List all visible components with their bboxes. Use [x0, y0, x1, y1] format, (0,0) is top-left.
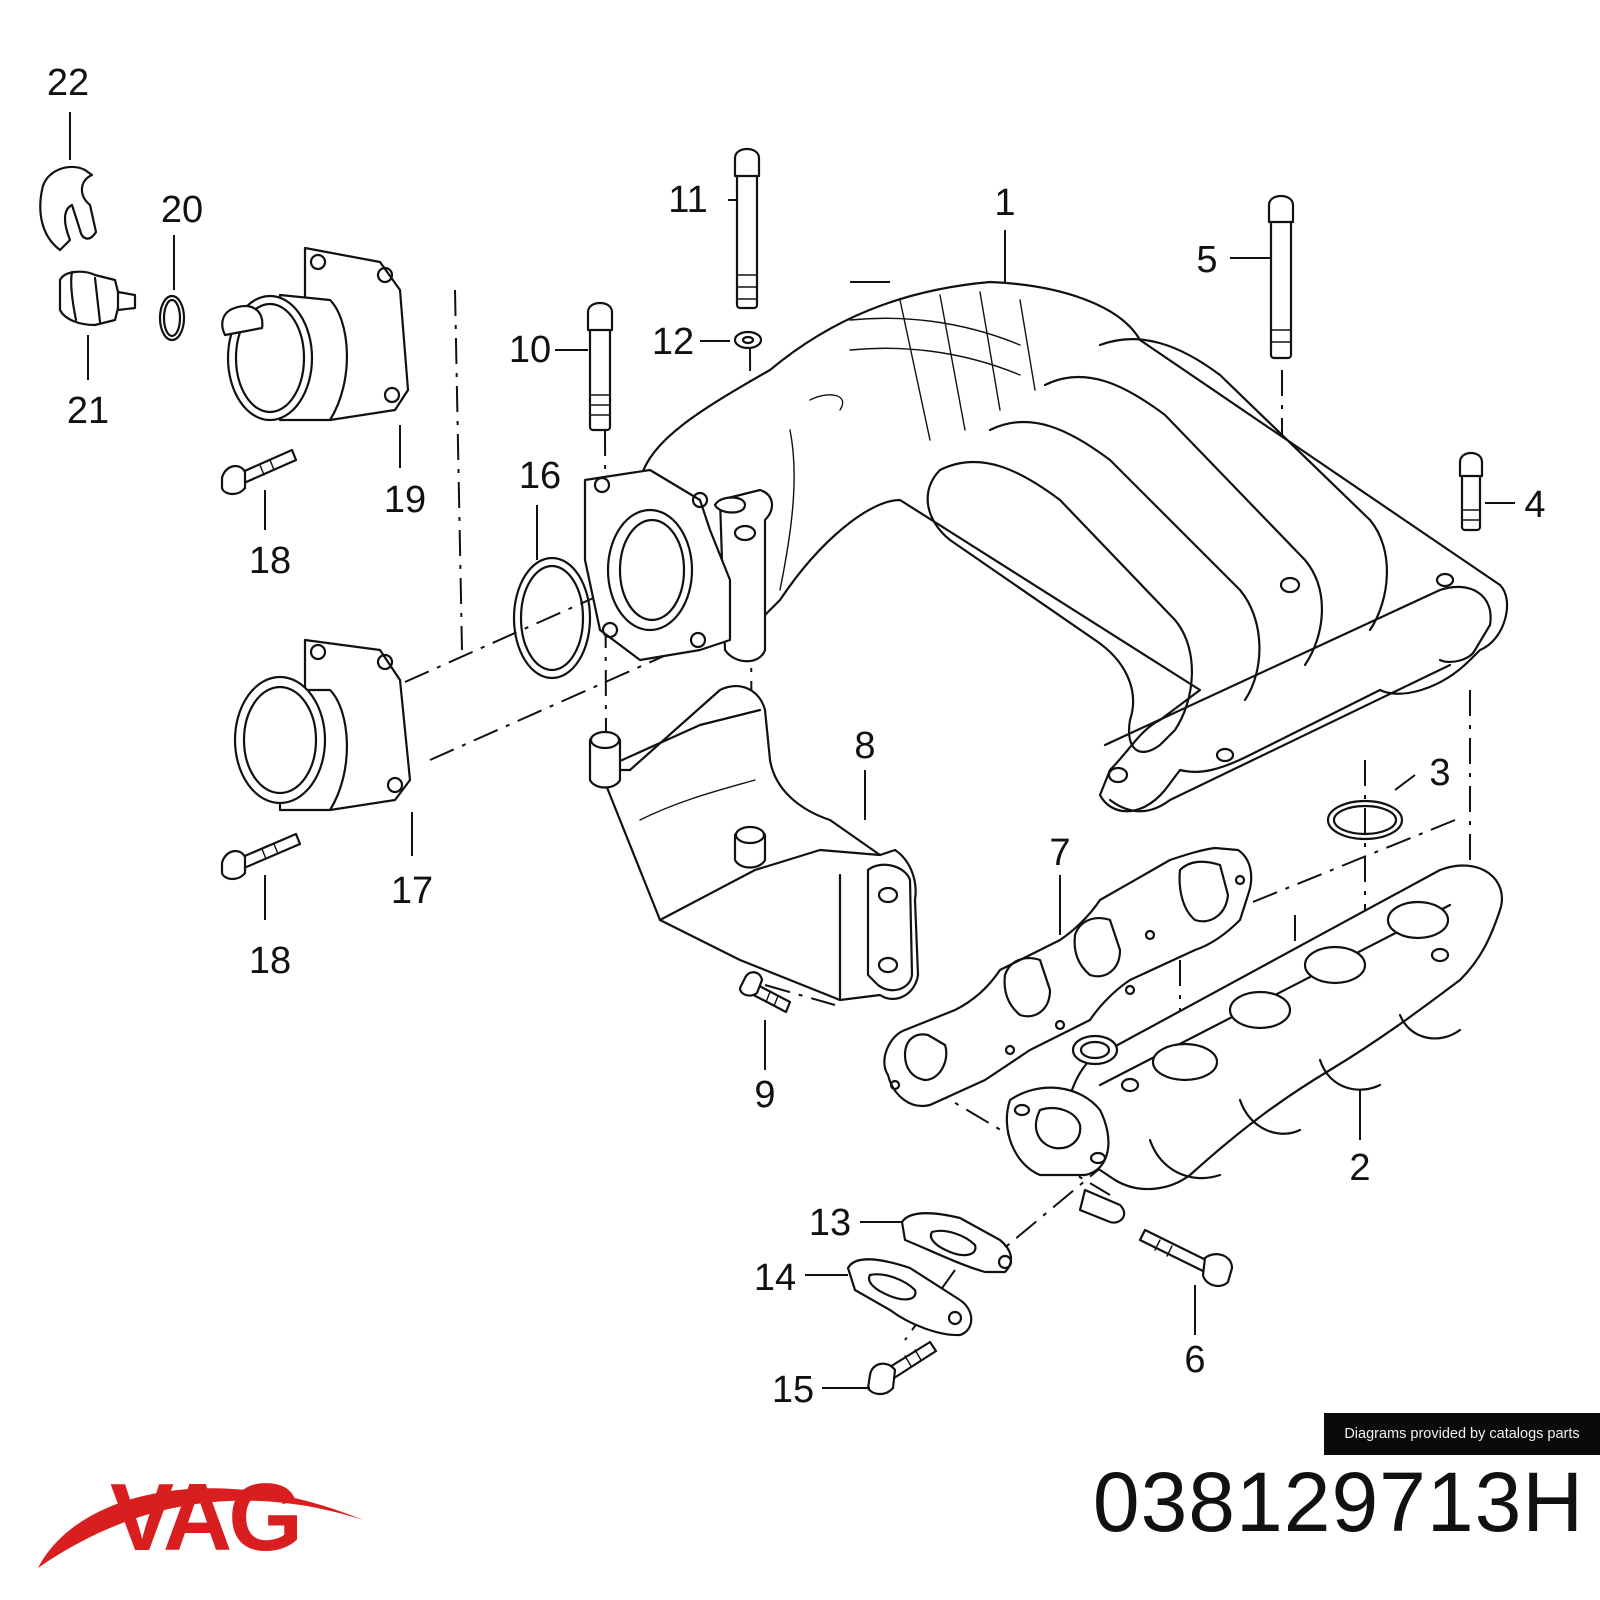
- gasket-13: [900, 1212, 1013, 1274]
- bolt-15: [866, 1340, 938, 1396]
- gasket-ring-16: [512, 556, 592, 680]
- callout-11: 11: [668, 179, 707, 221]
- manifold-gasket: [883, 846, 1253, 1108]
- callout-20: 20: [161, 189, 203, 231]
- gasket-14: [846, 1258, 973, 1337]
- callout-17: 17: [391, 870, 433, 912]
- flange-connector-19: [221, 246, 410, 422]
- callout-22: 22: [47, 62, 89, 104]
- support-bracket: [588, 685, 920, 1002]
- sensor-21: [58, 270, 137, 327]
- callout-10: 10: [509, 329, 551, 371]
- part-number: 038129713H: [1092, 1455, 1584, 1549]
- bolt-18-upper: [220, 448, 298, 496]
- callout-15: 15: [772, 1369, 814, 1411]
- leader-lines: [69, 112, 1515, 1389]
- o-ring-20: [158, 294, 186, 342]
- bolt-4: [1458, 451, 1484, 532]
- callout-21: 21: [67, 390, 109, 432]
- o-ring-3: [1326, 799, 1404, 841]
- upper-intake-manifold: [638, 280, 1509, 813]
- callout-3: 3: [1429, 752, 1450, 794]
- callout-5: 5: [1196, 239, 1217, 281]
- callout-numbers: 1 2 3 4 5 6 7 8 9 10 11 12 13 14 15 16 1…: [47, 62, 1546, 1411]
- callout-6: 6: [1184, 1339, 1205, 1381]
- clip-22: [39, 165, 98, 252]
- callout-1: 1: [994, 182, 1015, 224]
- callout-7: 7: [1049, 832, 1070, 874]
- lower-intake-manifold: [1005, 864, 1503, 1224]
- brand-text: VAG: [110, 1464, 299, 1571]
- vag-logo: VAG: [18, 1450, 378, 1580]
- callout-2: 2: [1349, 1147, 1370, 1189]
- callout-18-lower: 18: [249, 940, 291, 982]
- bolt-9: [738, 971, 792, 1014]
- callout-19: 19: [384, 479, 426, 521]
- bolt-6: [1138, 1228, 1234, 1288]
- callout-4: 4: [1524, 484, 1545, 526]
- callout-8: 8: [854, 725, 875, 767]
- flange-connector-17: [233, 638, 412, 812]
- washer-12: [733, 330, 763, 350]
- throttle-adapter-16: [583, 468, 747, 662]
- bolt-5: [1267, 194, 1295, 360]
- callout-12: 12: [652, 321, 694, 363]
- callout-13: 13: [809, 1202, 851, 1244]
- bolt-10: [586, 301, 614, 432]
- callout-14: 14: [754, 1257, 796, 1299]
- bolt-18-lower: [220, 832, 302, 881]
- bolt-11: [733, 147, 761, 310]
- callout-9: 9: [754, 1074, 775, 1116]
- callout-18-upper: 18: [249, 540, 291, 582]
- callout-16: 16: [519, 455, 561, 497]
- credit-banner: Diagrams provided by catalogs parts: [1324, 1413, 1600, 1455]
